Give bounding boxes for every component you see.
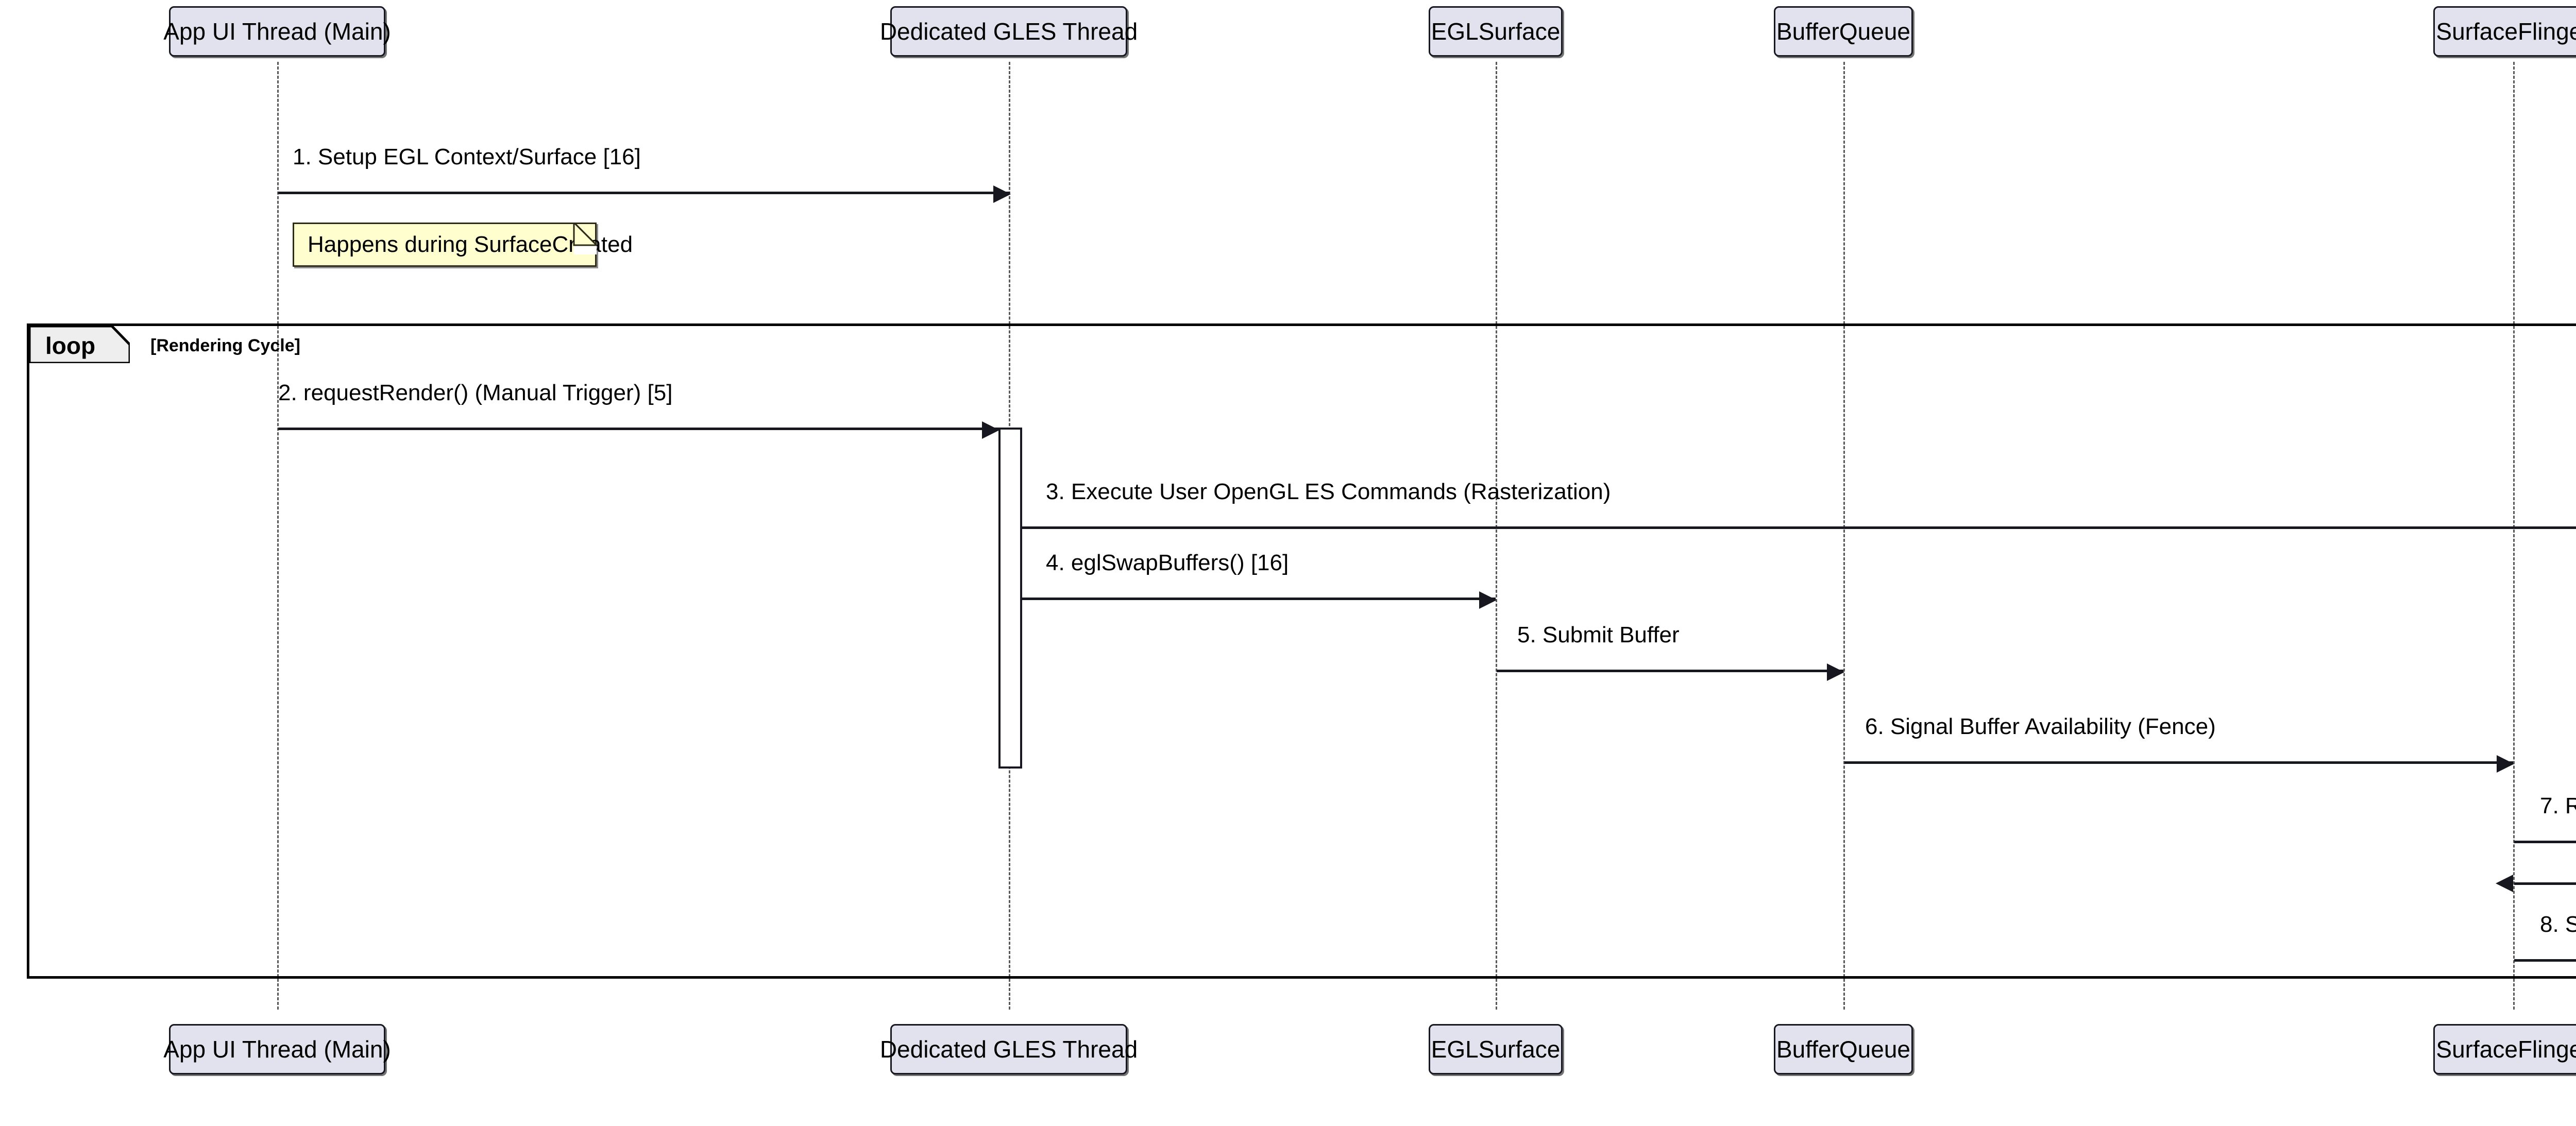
arrowhead-icon xyxy=(2496,875,2513,892)
lifeline-app xyxy=(277,62,279,1010)
lifeline-sf xyxy=(2513,62,2515,1010)
fragment-tab-shape xyxy=(29,326,130,363)
message-arrow-1 xyxy=(278,185,1011,203)
lifeline-egl xyxy=(1496,62,1497,1010)
message-label-2: 2. requestRender() (Manual Trigger) [5] xyxy=(278,380,673,405)
participant-label: App UI Thread (Main) xyxy=(163,1036,391,1063)
participant-bufferqueue-top[interactable]: BufferQueue xyxy=(1774,6,1913,57)
message-label-5: 5. Submit Buffer xyxy=(1517,622,1680,647)
participant-label: EGLSurface xyxy=(1431,18,1561,45)
note-text: Happens during SurfaceCreated xyxy=(308,232,633,257)
arrowhead-icon xyxy=(993,185,1011,203)
participant-label: EGLSurface xyxy=(1431,1036,1561,1063)
arrowhead-icon xyxy=(2497,755,2514,773)
participant-label: BufferQueue xyxy=(1776,1036,1910,1063)
message-arrow-8 xyxy=(2514,959,2576,962)
arrowhead-icon xyxy=(1479,591,1497,609)
lifeline-bq xyxy=(1843,62,1845,1010)
participant-label: BufferQueue xyxy=(1776,18,1910,45)
arrowhead-icon xyxy=(1827,663,1844,681)
participant-surfaceflinger-bottom[interactable]: SurfaceFlinger xyxy=(2433,1024,2576,1074)
fragment-guard-label: [Rendering Cycle] xyxy=(150,336,300,355)
participant-label: SurfaceFlinger xyxy=(2436,18,2576,45)
message-label-4: 4. eglSwapBuffers() [16] xyxy=(1046,550,1289,575)
message-label-1: 1. Setup EGL Context/Surface [16] xyxy=(293,144,641,169)
participant-eglsurface-top[interactable]: EGLSurface xyxy=(1429,6,1563,57)
message-arrow-7-self xyxy=(2496,841,2576,892)
participant-label: App UI Thread (Main) xyxy=(163,18,391,45)
arrowhead-icon xyxy=(982,421,999,439)
message-label-3: 3. Execute User OpenGL ES Commands (Rast… xyxy=(1046,479,1611,504)
message-arrow-3 xyxy=(1022,526,2576,529)
participant-app-ui-thread-bottom[interactable]: App UI Thread (Main) xyxy=(163,1024,391,1074)
participant-label: Dedicated GLES Thread xyxy=(879,18,1138,45)
message-arrow-6 xyxy=(1844,755,2514,773)
activation-bar-gles-thread xyxy=(998,428,1022,769)
message-label-6: 6. Signal Buffer Availability (Fence) xyxy=(1865,714,2216,739)
message-arrow-4 xyxy=(1022,591,1497,609)
message-arrow-2 xyxy=(278,421,999,439)
participant-label: SurfaceFlinger xyxy=(2436,1036,2576,1063)
fragment-operator-tab xyxy=(29,326,130,363)
participant-label: Dedicated GLES Thread xyxy=(879,1036,1138,1063)
fragment-operator-label: loop xyxy=(45,332,96,359)
participant-eglsurface-bottom[interactable]: EGLSurface xyxy=(1429,1024,1563,1074)
participant-bufferqueue-bottom[interactable]: BufferQueue xyxy=(1774,1024,1913,1074)
message-arrow-5 xyxy=(1497,663,1844,681)
message-label-8: 8. System Composition & Display xyxy=(2540,912,2576,937)
participant-dedicated-gles-thread-top[interactable]: Dedicated GLES Thread xyxy=(880,6,1138,57)
fragment-loop-rendering-cycle xyxy=(27,323,2576,979)
participant-surfaceflinger-top[interactable]: SurfaceFlinger xyxy=(2433,6,2576,57)
participant-dedicated-gles-thread-bottom[interactable]: Dedicated GLES Thread xyxy=(880,1024,1138,1074)
participant-app-ui-thread-top[interactable]: App UI Thread (Main) xyxy=(163,6,391,57)
message-label-7: 7. Receive Independent Layer xyxy=(2540,793,2576,818)
note-surface-created: Happens during SurfaceCreated xyxy=(293,223,633,267)
